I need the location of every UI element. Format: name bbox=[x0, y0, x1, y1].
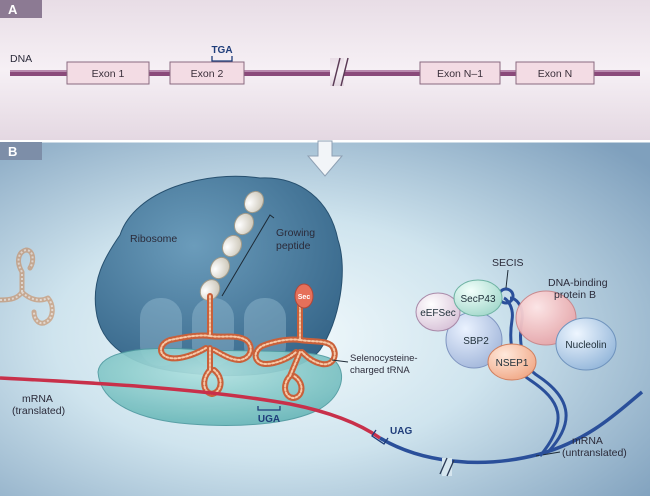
nucleolin-label: Nucleolin bbox=[565, 340, 606, 351]
down-arrow bbox=[306, 140, 344, 177]
secis-label: SECIS bbox=[492, 257, 524, 269]
secis-callout bbox=[505, 269, 509, 289]
peptide-label-line1: Growing bbox=[276, 227, 315, 239]
sbp2-label: SBP2 bbox=[463, 336, 489, 347]
exon-1-label: Exon 1 bbox=[92, 68, 125, 80]
exon-1: Exon 1 bbox=[66, 61, 150, 85]
growing-peptide bbox=[199, 190, 265, 301]
tga-bracket bbox=[211, 56, 233, 62]
mrna-translated-label-line2: (translated) bbox=[12, 405, 65, 417]
dna-strand-highlight bbox=[10, 70, 640, 72]
exon-n-minus-1-label: Exon N–1 bbox=[437, 68, 483, 80]
uga-codon-label: UGA bbox=[258, 414, 280, 425]
ribosome-label: Ribosome bbox=[130, 233, 177, 245]
mrna-translated-strand bbox=[0, 376, 382, 440]
mrna-break-gap bbox=[442, 458, 452, 476]
panel-b: B Ribosome Growing peptide bbox=[0, 140, 650, 496]
sec-label: Sec bbox=[298, 294, 311, 301]
secp43-label: SecP43 bbox=[460, 294, 495, 305]
trna-label-line2: charged tRNA bbox=[350, 365, 410, 376]
exon-2-label: Exon 2 bbox=[191, 68, 224, 80]
panel-a: A DNA Exon 1 Exon 2 Exon N–1 Exon N TGA bbox=[0, 0, 650, 140]
eefsec-protein bbox=[415, 292, 461, 332]
exon-n-label: Exon N bbox=[538, 68, 572, 80]
exon-n-minus-1: Exon N–1 bbox=[419, 61, 501, 85]
mrna-untranslated-label-line2: (untranslated) bbox=[562, 447, 627, 459]
uag-codon-label: UAG bbox=[390, 426, 412, 437]
dna-label: DNA bbox=[10, 53, 32, 65]
panel-a-letter: A bbox=[8, 2, 18, 17]
exon-n: Exon N bbox=[515, 61, 595, 85]
mrna-translated-label-line1: mRNA bbox=[22, 393, 53, 405]
peptide-callout-line bbox=[221, 214, 275, 297]
free-trna-faded bbox=[0, 247, 55, 326]
nucleolin-protein bbox=[555, 317, 617, 371]
dna-strand bbox=[10, 70, 640, 76]
exon-2: Exon 2 bbox=[169, 61, 245, 85]
uga-bracket bbox=[257, 406, 281, 411]
panel-a-tab bbox=[0, 0, 42, 18]
dna-binding-label-line2: protein B bbox=[554, 289, 596, 301]
mrna-break-mark-1 bbox=[439, 457, 448, 475]
trna-selenocysteine bbox=[252, 303, 338, 401]
trna-callout-line bbox=[331, 359, 349, 363]
tga-codon-label: TGA bbox=[211, 45, 232, 56]
secp43-protein bbox=[453, 279, 503, 317]
nsep1-label: NSEP1 bbox=[496, 358, 529, 369]
dna-break-mark-1 bbox=[332, 57, 341, 87]
mrna-break-mark-2 bbox=[446, 459, 455, 477]
mrna-untranslated-label-line1: mRNA bbox=[572, 435, 603, 447]
panel-b-letter: B bbox=[8, 144, 17, 159]
peptide-label-line2: peptide bbox=[276, 240, 311, 252]
sec-residue bbox=[294, 283, 314, 309]
dna-binding-label-line1: DNA-binding bbox=[548, 277, 608, 289]
trna-label-line1: Selenocysteine- bbox=[350, 353, 418, 364]
panel-b-tab bbox=[0, 142, 42, 160]
eefsec-label: eEFSec bbox=[420, 308, 456, 319]
nsep1-protein bbox=[487, 343, 537, 381]
trna-peptidyl bbox=[158, 293, 254, 397]
dna-break-mark-2 bbox=[340, 57, 349, 87]
uag-bracket bbox=[371, 429, 389, 445]
